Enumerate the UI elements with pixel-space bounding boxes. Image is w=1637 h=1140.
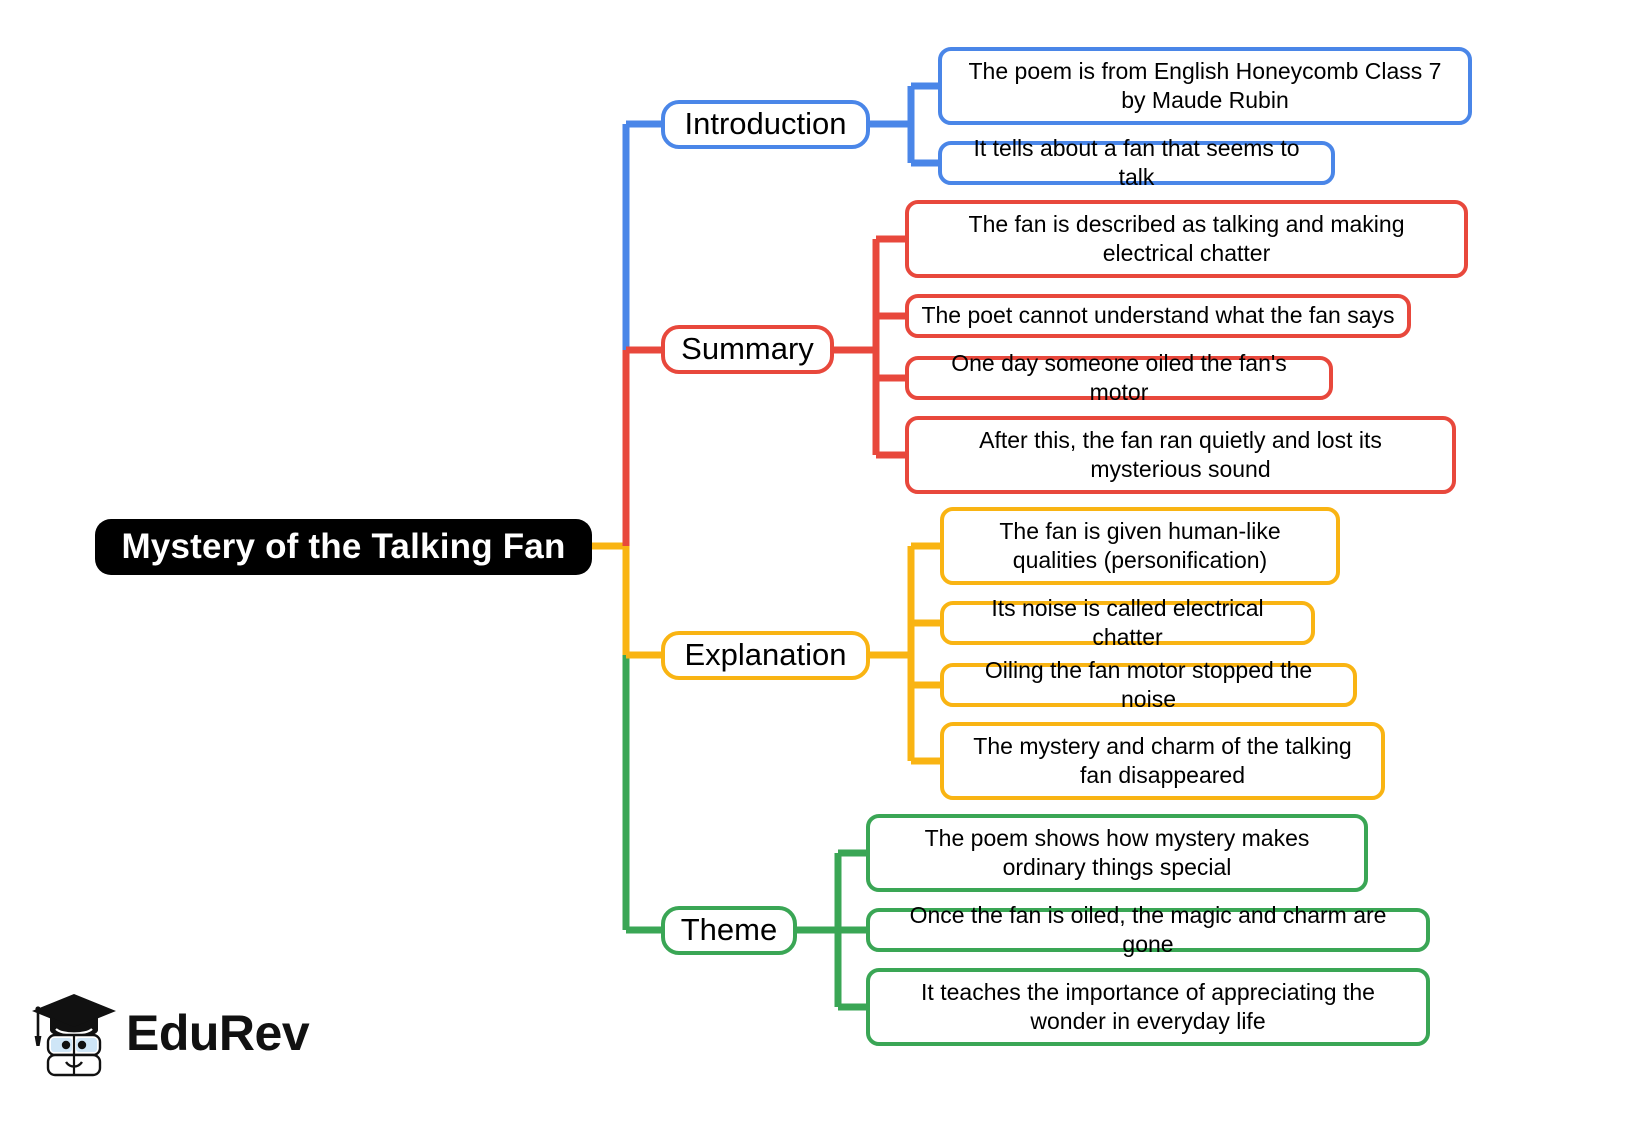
leaf-label: After this, the fan ran quietly and lost… [979,426,1382,482]
leaf-label: The fan is given human-like qualities (p… [999,517,1281,573]
branch-label-introduction: Introduction [684,106,847,142]
leaf-node-explanation-2[interactable]: Its noise is called electrical chatter [940,595,1315,650]
leaf-node-theme-2[interactable]: Once the fan is oiled, the magic and cha… [866,902,1430,957]
edurev-logo: EduRev [30,985,330,1080]
leaf-label: The mystery and charm of the talking fan… [973,732,1352,788]
leaf-label: One day someone oiled the fan's motor [951,349,1287,405]
branch-node-introduction[interactable]: Introduction [661,100,870,149]
branch-node-summary[interactable]: Summary [661,325,834,374]
root-label: Mystery of the Talking Fan [121,527,566,566]
branch-node-explanation[interactable]: Explanation [661,631,870,680]
leaf-node-summary-4[interactable]: After this, the fan ran quietly and lost… [905,416,1456,494]
leaf-node-introduction-2[interactable]: It tells about a fan that seems to talk [938,135,1335,190]
leaf-node-explanation-1[interactable]: The fan is given human-like qualities (p… [940,507,1340,585]
leaf-node-summary-2[interactable]: The poet cannot understand what the fan … [905,294,1411,338]
leaf-node-theme-3[interactable]: It teaches the importance of appreciatin… [866,968,1430,1046]
leaf-label: The poem is from English Honeycomb Class… [968,57,1442,113]
branch-label-theme: Theme [680,912,778,948]
leaf-label: It teaches the importance of appreciatin… [921,978,1375,1034]
leaf-label: Once the fan is oiled, the magic and cha… [909,901,1387,957]
graduation-cap-book-mascot-icon [32,993,116,1076]
leaf-label: Oiling the fan motor stopped the noise [984,656,1313,712]
root-node[interactable]: Mystery of the Talking Fan [95,519,592,575]
leaf-node-summary-1[interactable]: The fan is described as talking and maki… [905,200,1468,278]
leaf-node-introduction-1[interactable]: The poem is from English Honeycomb Class… [938,47,1472,125]
leaf-node-theme-1[interactable]: The poem shows how mystery makes ordinar… [866,814,1368,892]
leaf-label: The poet cannot understand what the fan … [921,302,1395,329]
leaf-node-explanation-3[interactable]: Oiling the fan motor stopped the noise [940,657,1357,712]
branch-node-theme[interactable]: Theme [661,906,797,955]
edurev-wordmark: EduRev [126,1004,310,1061]
leaf-label: Its noise is called electrical chatter [991,594,1264,650]
leaf-label: The fan is described as talking and maki… [968,210,1405,266]
branch-label-summary: Summary [681,331,814,367]
branch-label-explanation: Explanation [684,637,847,673]
leaf-node-summary-3[interactable]: One day someone oiled the fan's motor [905,350,1333,405]
leaf-node-explanation-4[interactable]: The mystery and charm of the talking fan… [940,722,1385,800]
leaf-label: The poem shows how mystery makes ordinar… [924,824,1310,880]
leaf-label: It tells about a fan that seems to talk [973,134,1300,190]
